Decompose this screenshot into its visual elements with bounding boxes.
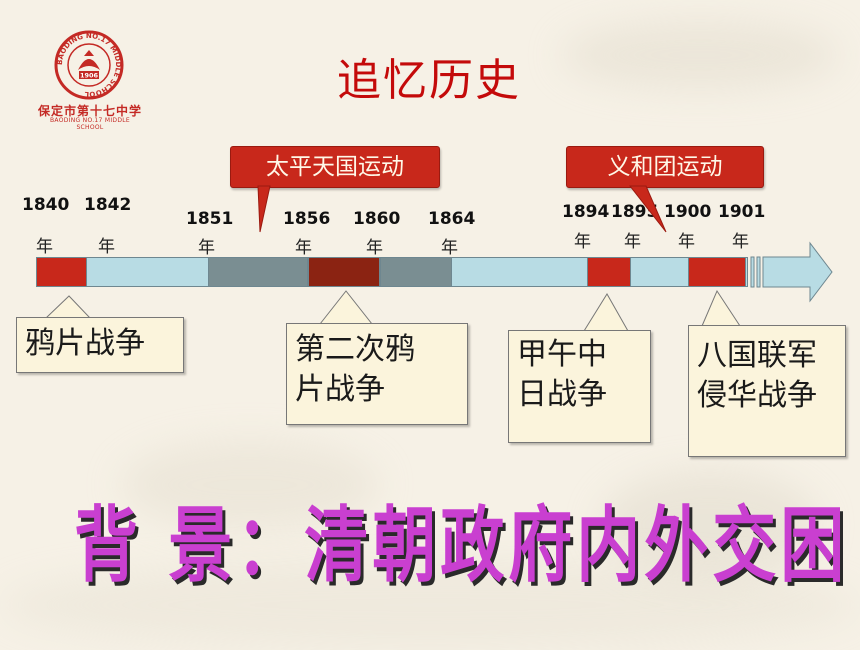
war-label-line: 甲午中 (517, 337, 607, 372)
year-label-1864: 1864 (428, 209, 476, 229)
year-label-1901: 1901 (718, 202, 766, 222)
timeline-segment-taiping (208, 257, 308, 287)
year-label-1851: 1851 (186, 209, 234, 229)
page-title: 追忆历史 (337, 55, 521, 106)
year-label-1860: 1860 (353, 209, 401, 229)
movement-label-boxer: 义和团运动 (566, 146, 764, 188)
year-suffix: 年 (574, 232, 591, 252)
year-suffix: 年 (732, 232, 749, 252)
war-label-line: 日战争 (517, 377, 607, 412)
year-label-1894: 1894 (562, 202, 610, 222)
school-name-english: BAODING NO.17 MIDDLE SCHOOL (49, 117, 130, 131)
timeline-segment-taiping-late (380, 257, 452, 287)
war-label-opium-war: 鸦片战争 (16, 317, 184, 373)
school-emblem-icon: BAODING NO.17 MIDDLE SCHOOL 1906 (54, 30, 124, 100)
background-heading: 背 景：清朝政府内外交困 (74, 499, 849, 594)
school-logo: BAODING NO.17 MIDDLE SCHOOL 1906 保定市第十七中… (38, 30, 143, 131)
war-label-line: 侵华战争 (697, 378, 817, 413)
timeline-segment-opium-war (36, 257, 87, 287)
war-label-line: 鸦片战争 (25, 326, 145, 361)
year-label-1842: 1842 (84, 195, 132, 215)
war-label-line: 八国联军 (697, 338, 817, 373)
year-label-1856: 1856 (283, 209, 331, 229)
war-label-line: 片战争 (295, 372, 385, 407)
war-label-sino-japanese-war: 甲午中 日战争 (508, 330, 651, 443)
war-label-line: 第二次鸦 (295, 332, 415, 367)
year-label-1900: 1900 (664, 202, 712, 222)
year-suffix: 年 (36, 237, 53, 257)
timeline-segment-eight-nation-invasion (688, 257, 746, 287)
timeline-arrow-icon (750, 241, 833, 303)
year-suffix: 年 (198, 238, 215, 258)
year-label-1840: 1840 (22, 195, 70, 215)
year-suffix: 年 (98, 237, 115, 257)
logo-emblem-text: 1906 (80, 72, 99, 80)
year-suffix: 年 (295, 238, 312, 258)
year-suffix: 年 (366, 238, 383, 258)
war-label-second-opium-war: 第二次鸦 片战争 (286, 323, 468, 425)
war-label-eight-nation-invasion: 八国联军 侵华战争 (688, 325, 846, 457)
movement-label-taiping: 太平天国运动 (230, 146, 440, 188)
year-suffix: 年 (678, 232, 695, 252)
timeline-segment-sino-japanese-war (587, 257, 631, 287)
timeline-segment-second-opium-war (308, 257, 380, 287)
school-name: 保定市第十七中学 (38, 104, 143, 118)
year-suffix: 年 (441, 238, 458, 258)
year-suffix: 年 (624, 232, 641, 252)
